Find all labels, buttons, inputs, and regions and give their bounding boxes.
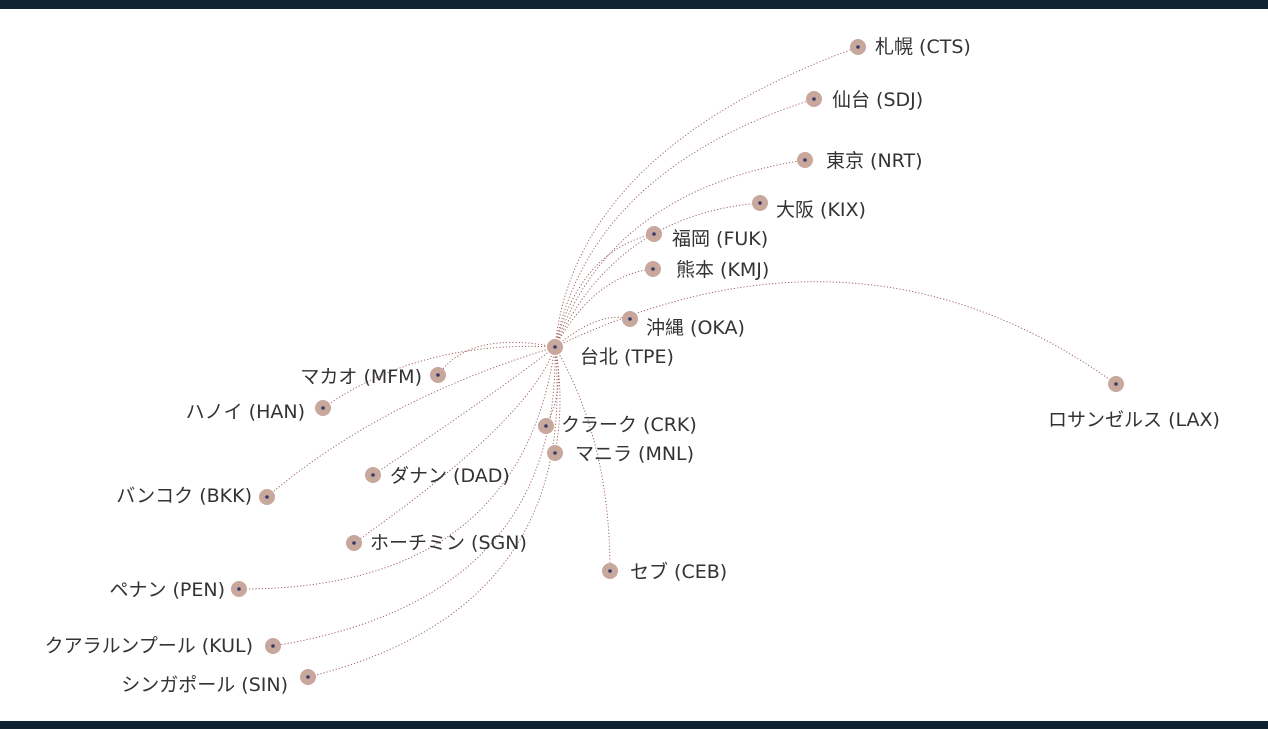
city-label-nrt: 東京 (NRT) [826,150,923,172]
airport-marker-center [608,569,612,573]
city-label-sgn: ホーチミン (SGN) [370,532,527,554]
airport-marker-center [803,158,807,162]
airport-marker-center [352,541,356,545]
airport-marker-center [553,451,557,455]
route-tpe-pen [238,346,556,590]
city-label-ceb: セブ (CEB) [630,560,727,583]
airport-node-kix[interactable] [752,195,768,211]
hub-label: 台北 (TPE) [580,346,674,368]
airport-marker-center [758,201,762,205]
route-tpe-mfm [437,341,556,376]
city-label-dad: ダナン (DAD) [390,465,510,487]
airport-node-mnl[interactable] [547,445,563,461]
labels-layer: 札幌 (CTS) 仙台 (SDJ) 東京 (NRT) 大阪 (KIX) 福岡 (FUK)… [45,36,1220,696]
airport-node-lax[interactable] [1108,376,1124,392]
city-label-kix: 大阪 (KIX) [776,199,866,221]
city-label-mnl: マニラ (MNL) [575,443,694,465]
airport-node-oka[interactable] [622,311,638,327]
airport-node-crk[interactable] [538,418,554,434]
airport-marker-center [856,45,860,49]
city-label-mfm: マカオ (MFM) [300,366,422,388]
route-tpe-kix [554,202,761,348]
airport-node-sgn[interactable] [346,535,362,551]
city-label-han: ハノイ (HAN) [186,401,305,423]
airport-marker-center [628,317,632,321]
airport-marker-center [371,473,375,477]
airport-node-sin[interactable] [300,669,316,685]
airport-node-bkk[interactable] [259,489,275,505]
airport-marker-center [1114,382,1118,386]
city-label-oka: 沖縄 (OKA) [646,317,745,339]
airport-marker-center [812,97,816,101]
city-label-pen: ペナン (PEN) [109,579,225,601]
route-tpe-kul [272,346,556,647]
airport-marker-center [237,587,241,591]
airport-marker-center [321,406,325,410]
airport-node-nrt[interactable] [797,152,813,168]
routes-layer [238,46,1117,678]
city-label-fuk: 福岡 (FUK) [672,228,768,250]
route-tpe-mnl [554,346,561,454]
city-label-sdj: 仙台 (SDJ) [832,89,923,111]
route-tpe-fuk [554,233,655,348]
airport-node-sdj[interactable] [806,91,822,107]
route-tpe-oka [554,316,631,348]
airport-node-dad[interactable] [365,467,381,483]
city-label-sin: シンガポール (SIN) [121,674,288,696]
city-label-cts: 札幌 (CTS) [875,36,971,58]
airport-node-kmj[interactable] [645,261,661,277]
route-tpe-dad [372,346,556,476]
city-label-crk: クラーク (CRK) [561,414,697,436]
bottom-frame-bar [0,721,1268,729]
airport-marker-center [553,345,557,349]
airport-node-han[interactable] [315,400,331,416]
airport-node-ceb[interactable] [602,563,618,579]
city-label-kul: クアラルンプール (KUL) [45,635,253,657]
route-tpe-sdj [554,98,815,348]
route-tpe-nrt [554,159,806,348]
city-label-bkk: バンコク (BKK) [116,485,252,507]
route-tpe-sin [307,346,558,678]
nodes-layer [231,39,1124,685]
airport-marker-center [436,373,440,377]
airport-node-mfm[interactable] [430,367,446,383]
airport-marker-center [265,495,269,499]
top-frame-bar [0,0,1268,9]
route-tpe-kmj [554,268,654,348]
airport-node-tpe[interactable] [547,339,563,355]
airport-node-cts[interactable] [850,39,866,55]
airport-node-fuk[interactable] [646,226,662,242]
airport-node-pen[interactable] [231,581,247,597]
airport-marker-center [306,675,310,679]
airport-marker-center [652,232,656,236]
route-tpe-lax [554,281,1117,385]
city-label-kmj: 熊本 (KMJ) [676,259,769,281]
airport-marker-center [271,644,275,648]
route-tpe-crk [545,346,559,427]
airport-marker-center [651,267,655,271]
airport-marker-center [544,424,548,428]
city-label-lax: ロサンゼルス (LAX) [1048,409,1220,431]
airport-node-kul[interactable] [265,638,281,654]
route-tpe-han [322,345,556,409]
